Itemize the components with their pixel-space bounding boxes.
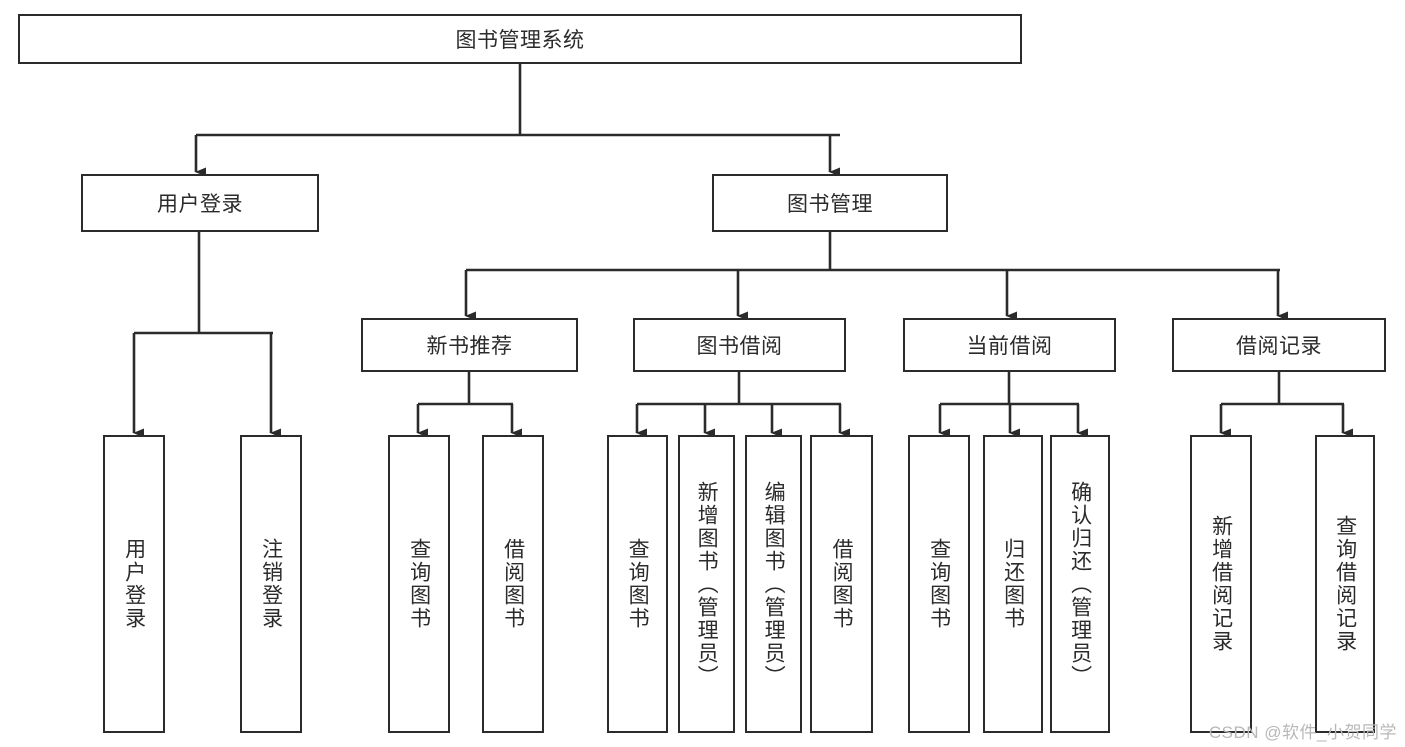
leaf-label: 查询图书 xyxy=(927,538,951,630)
leaf-add-book[interactable]: 新增图书（管理员） xyxy=(678,435,735,733)
node-book-manage[interactable]: 图书管理 xyxy=(712,174,948,232)
node-user-login[interactable]: 用户登录 xyxy=(81,174,319,232)
leaf-query-book-2[interactable]: 查询图书 xyxy=(607,435,668,733)
watermark: CSDN @软件_小贺同学 xyxy=(1208,723,1397,742)
leaf-confirm-return[interactable]: 确认归还（管理员） xyxy=(1050,435,1110,733)
leaf-label: 用户登录 xyxy=(122,538,146,630)
node-root[interactable]: 图书管理系统 xyxy=(18,14,1022,64)
node-book-borrow[interactable]: 图书借阅 xyxy=(633,318,846,372)
leaf-query-book-1[interactable]: 查询图书 xyxy=(388,435,450,733)
leaf-label: 借阅图书 xyxy=(830,538,854,630)
leaf-query-book-3[interactable]: 查询图书 xyxy=(908,435,970,733)
node-borrow-record[interactable]: 借阅记录 xyxy=(1172,318,1386,372)
leaf-label: 借阅图书 xyxy=(501,538,525,630)
leaf-user-login[interactable]: 用户登录 xyxy=(103,435,165,733)
leaf-user-logout[interactable]: 注销登录 xyxy=(240,435,302,733)
leaf-label: 新增借阅记录 xyxy=(1209,515,1233,653)
leaf-borrow-book-1[interactable]: 借阅图书 xyxy=(482,435,544,733)
leaf-query-borrow-record[interactable]: 查询借阅记录 xyxy=(1315,435,1375,733)
leaf-borrow-book-2[interactable]: 借阅图书 xyxy=(810,435,873,733)
leaf-edit-book[interactable]: 编辑图书（管理员） xyxy=(745,435,802,733)
leaf-return-book[interactable]: 归还图书 xyxy=(983,435,1043,733)
leaf-label: 归还图书 xyxy=(1001,538,1025,630)
leaf-label: 编辑图书（管理员） xyxy=(762,480,786,688)
leaf-add-borrow-record[interactable]: 新增借阅记录 xyxy=(1190,435,1252,733)
leaf-label: 查询图书 xyxy=(407,538,431,630)
leaf-label: 新增图书（管理员） xyxy=(695,480,719,688)
leaf-label: 查询图书 xyxy=(626,538,650,630)
leaf-label: 查询借阅记录 xyxy=(1333,515,1357,653)
leaf-label: 确认归还（管理员） xyxy=(1068,480,1092,688)
leaf-label: 注销登录 xyxy=(259,538,283,630)
node-new-book-recommend[interactable]: 新书推荐 xyxy=(361,318,578,372)
node-current-borrow[interactable]: 当前借阅 xyxy=(903,318,1116,372)
